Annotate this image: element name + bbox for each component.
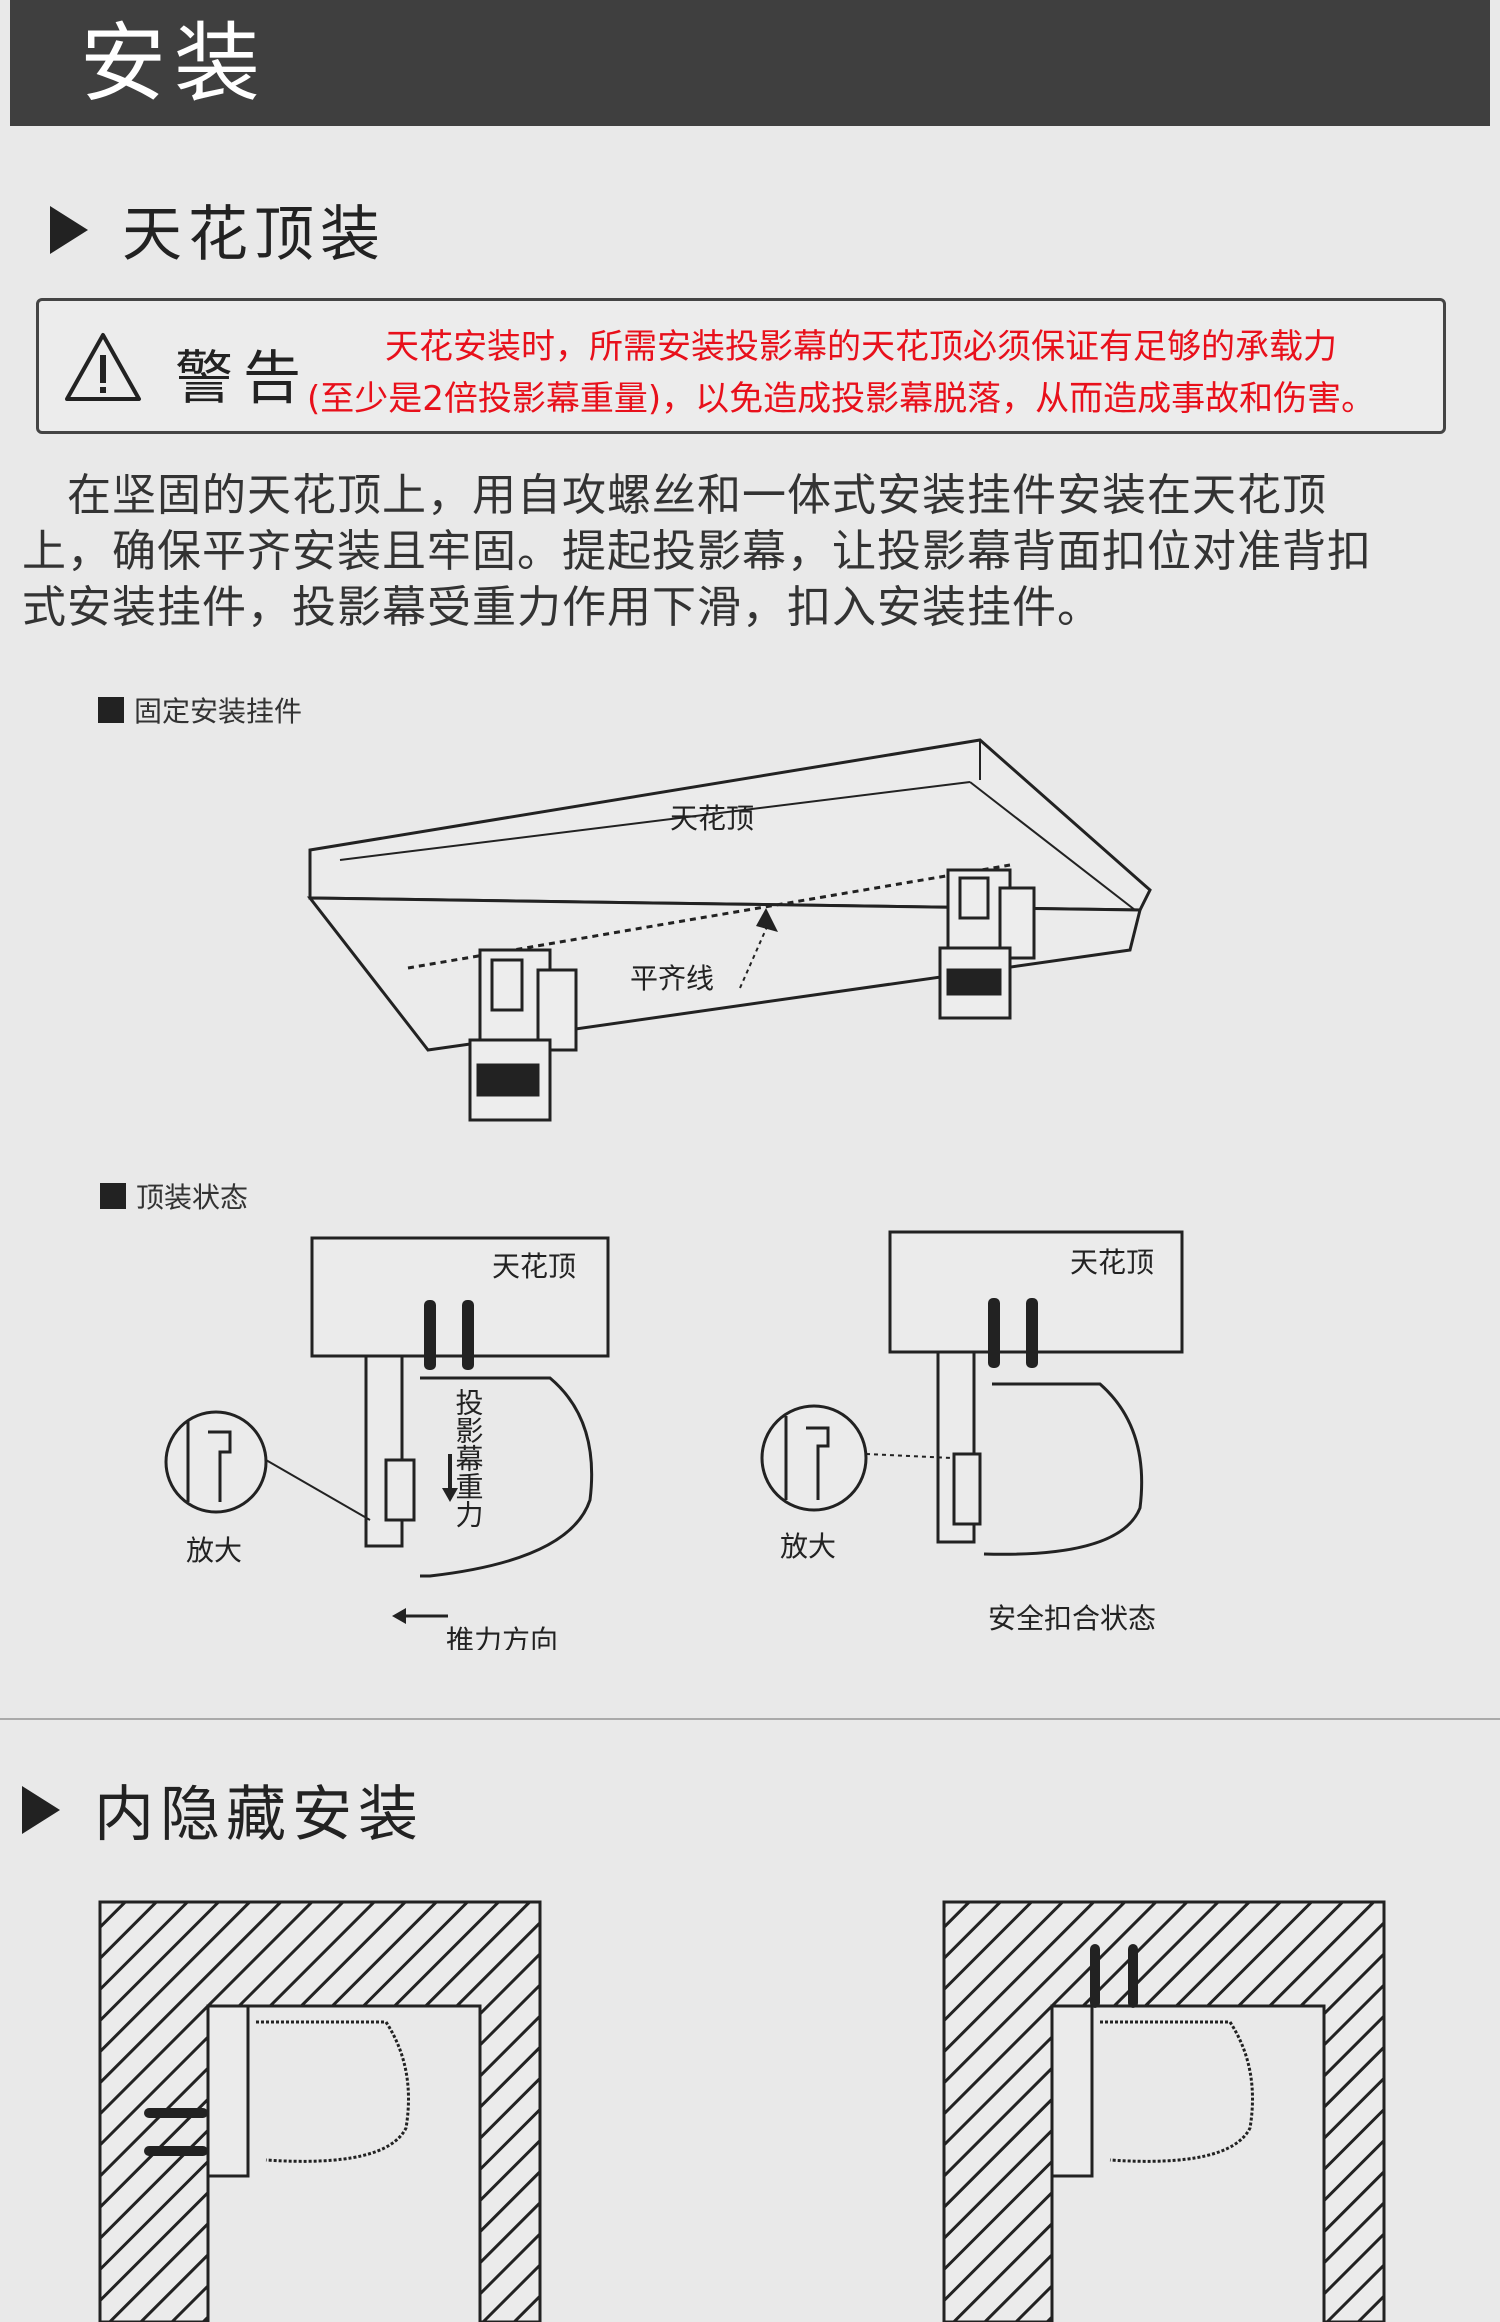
page-title: 安装	[80, 14, 268, 114]
figure1-heading: 固定安装挂件	[98, 690, 302, 730]
paragraph-line: 上，确保平齐安装且牢固。提起投影幕，让投影幕背面扣位对准背扣	[22, 526, 1372, 577]
square-bullet-icon	[100, 1183, 126, 1209]
section-heading-ceiling: 天花顶装	[50, 186, 386, 273]
ceiling-state-diagram-right: 天花顶 放大 安全扣合状态	[760, 1230, 1184, 1635]
figure2-heading: 顶装状态	[100, 1176, 248, 1216]
section-heading-hidden: 内隐藏安装	[22, 1766, 424, 1853]
figure1-heading-text: 固定安装挂件	[134, 695, 303, 728]
ceiling-label: 天花顶	[1070, 1246, 1154, 1279]
warning-text-line1: 天花安装时，所需安装投影幕的天花顶必须保证有足够的承载力	[385, 327, 1337, 367]
square-bullet-icon	[98, 697, 124, 723]
warning-text-line2: (至少是2倍投影幕重量)，以免造成投影幕脱落，从而造成事故和伤害。	[307, 379, 1376, 419]
header-bar: 安装	[10, 0, 1490, 126]
triangle-bullet-icon	[50, 205, 88, 254]
level-line-label: 平齐线	[630, 962, 714, 995]
push-direction-label: 推力方向	[446, 1624, 558, 1650]
section-divider	[0, 1718, 1500, 1720]
ceiling-mount-diagram: 天花顶 平齐线	[306, 738, 1152, 1122]
gravity-label: 投影幕重力	[452, 1388, 485, 1528]
warning-label: 警告	[175, 344, 312, 412]
warning-triangle-icon	[63, 331, 143, 407]
section-title: 天花顶装	[122, 200, 386, 270]
left-bracket	[468, 948, 578, 1122]
hidden-install-diagram-right	[942, 1900, 1386, 2322]
zoom-label: 放大	[186, 1534, 242, 1567]
ceiling-label: 天花顶	[670, 802, 754, 835]
hidden-install-diagram-left	[98, 1900, 542, 2322]
zoom-label: 放大	[780, 1530, 836, 1563]
figure2-heading-text: 顶装状态	[136, 1181, 249, 1214]
instruction-paragraph: 在坚固的天花顶上，用自攻螺丝和一体式安装挂件安装在天花顶 上，确保平齐安装且牢固…	[22, 468, 1472, 636]
ceiling-state-diagram-left: 天花顶 放大 推力方向 投影幕重力	[164, 1236, 610, 1650]
section-title: 内隐藏安装	[94, 1780, 424, 1850]
safe-lock-label: 安全扣合状态	[988, 1602, 1156, 1635]
paragraph-line: 在坚固的天花顶上，用自攻螺丝和一体式安装挂件安装在天花顶	[22, 470, 1327, 521]
warning-box: 警告 天花安装时，所需安装投影幕的天花顶必须保证有足够的承载力 (至少是2倍投影…	[36, 298, 1446, 434]
ceiling-label: 天花顶	[492, 1250, 576, 1283]
paragraph-line: 式安装挂件，投影幕受重力作用下滑，扣入安装挂件。	[22, 582, 1102, 633]
right-bracket	[938, 868, 1036, 1020]
triangle-bullet-icon	[22, 1785, 60, 1834]
